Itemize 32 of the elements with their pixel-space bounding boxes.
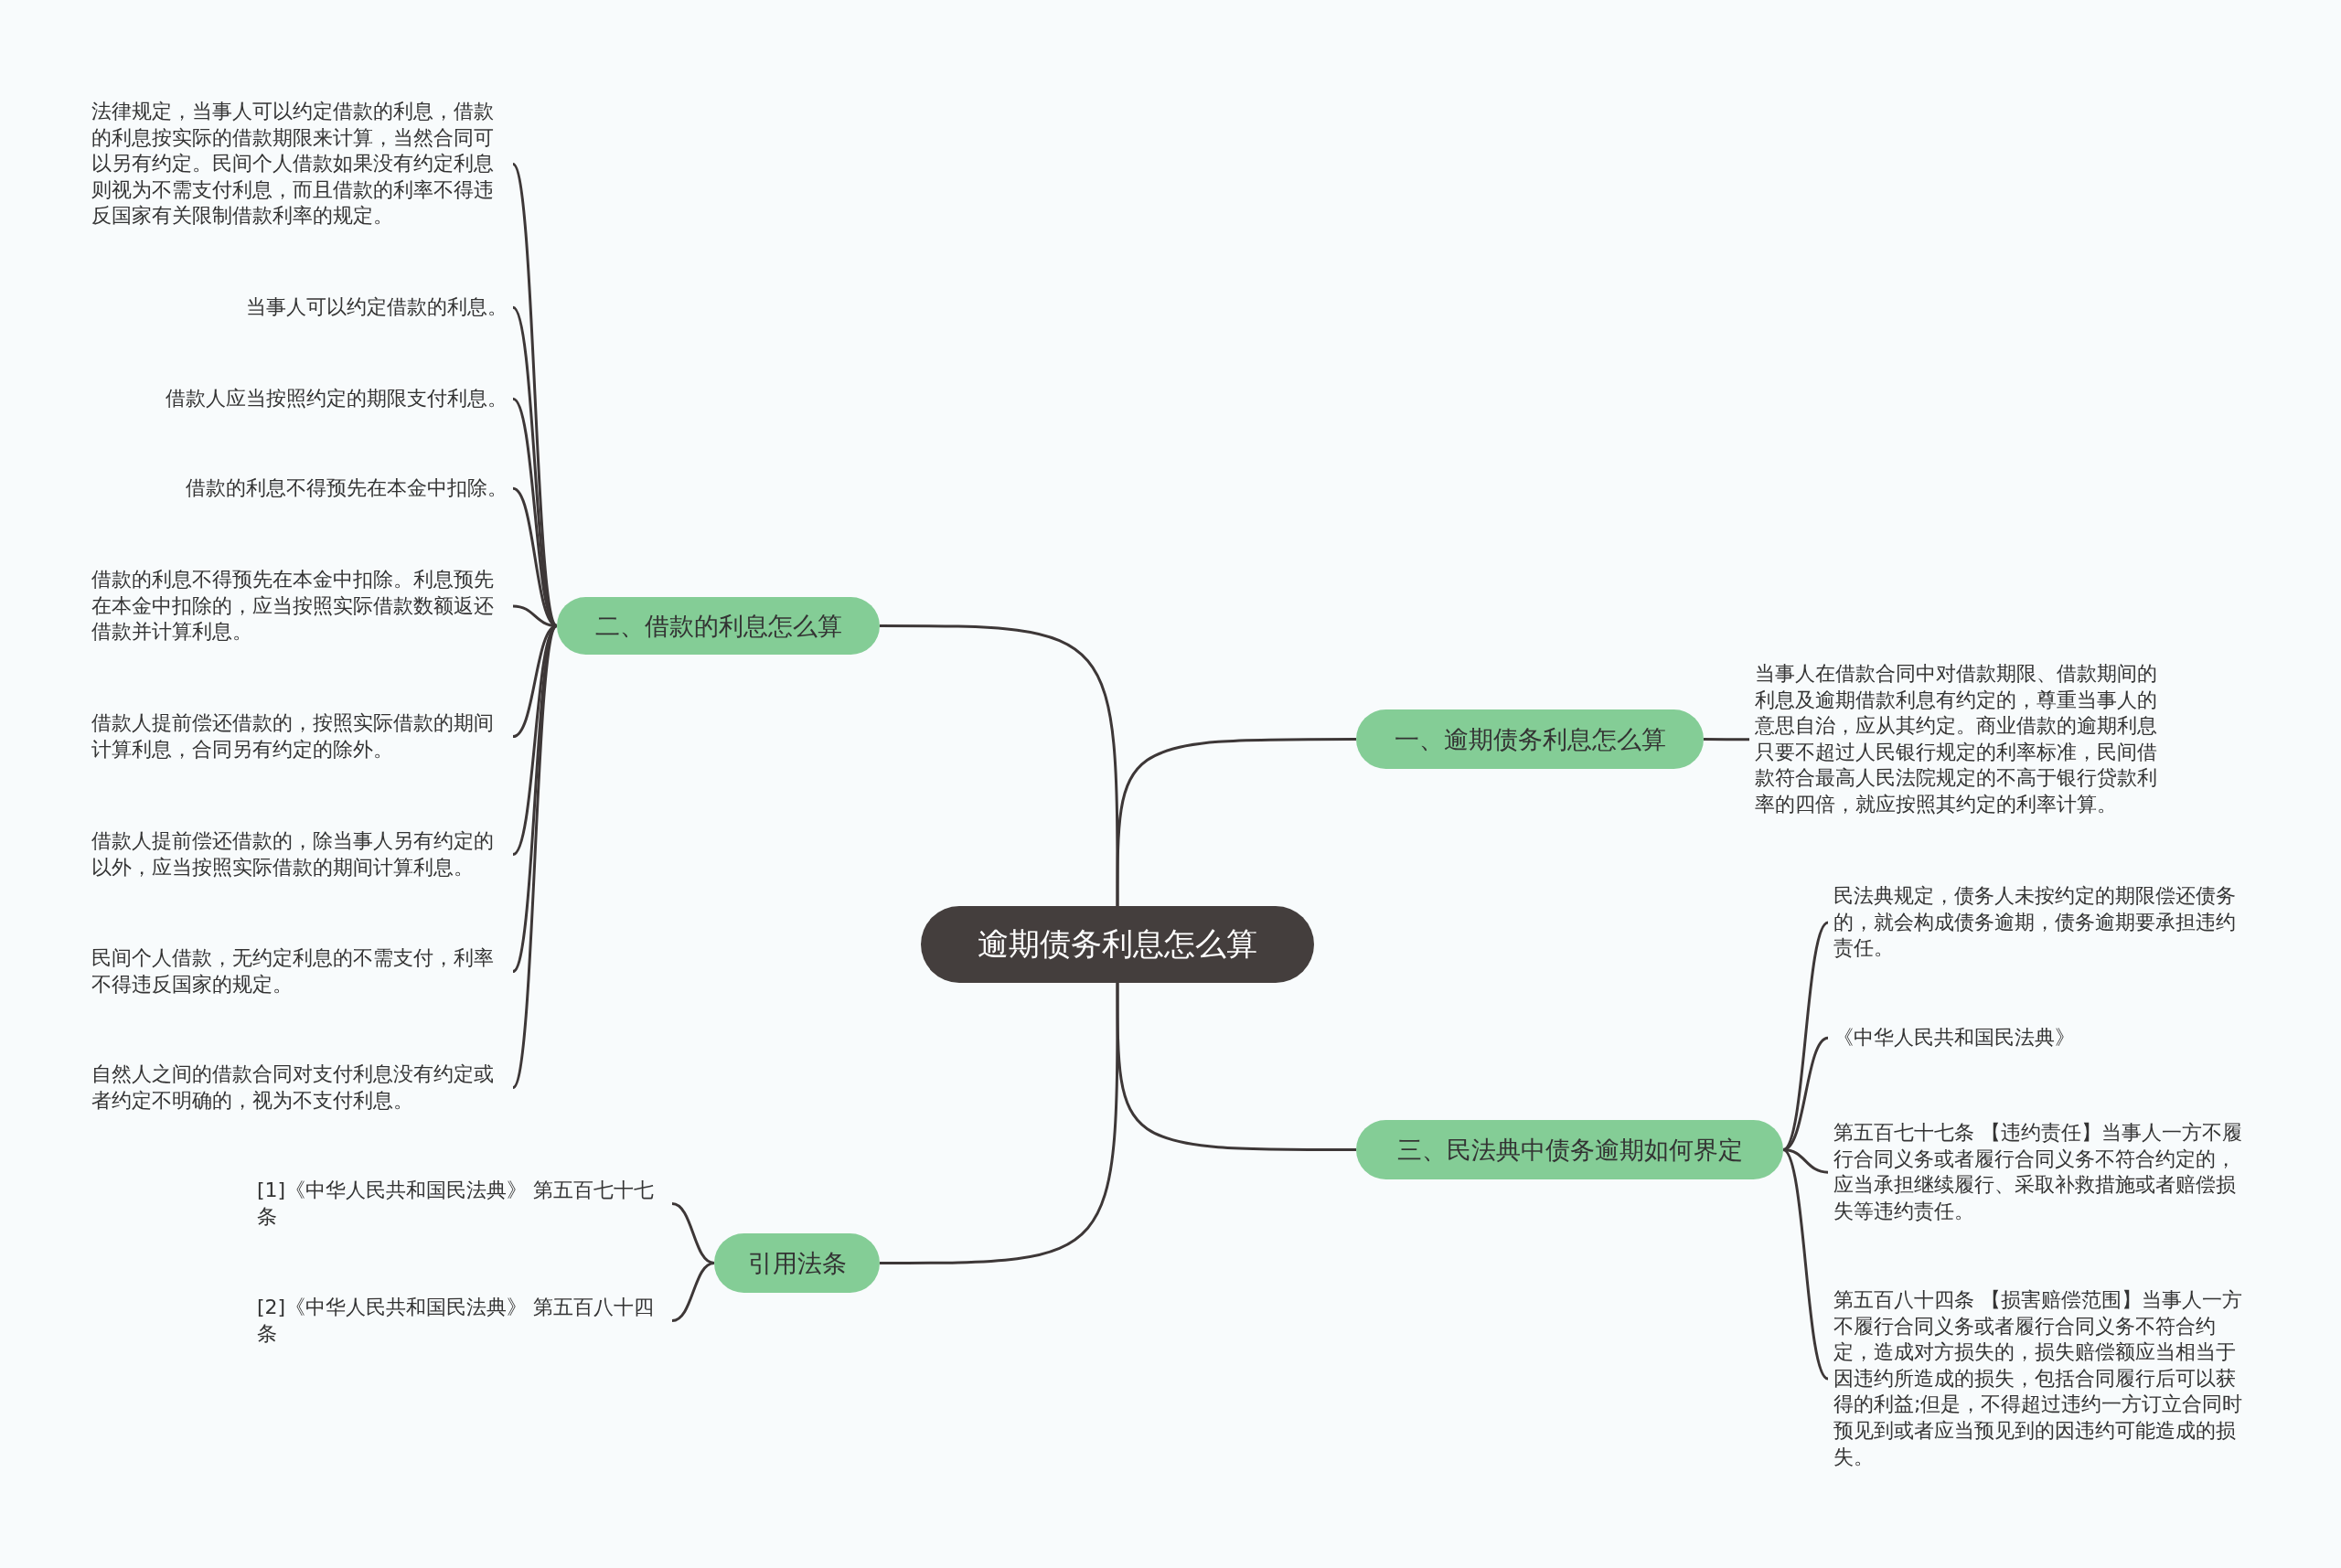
connector — [1782, 1148, 1829, 1174]
note-text: 民间个人借款，无约定利息的不需支付，利率不得违反国家的规定。 — [91, 945, 508, 998]
topic-pill: 三、民法典中债务逾期如何界定 — [1356, 1120, 1783, 1179]
note-text: 民法典规定，债务人未按约定的期限偿还债务的，就会构成债务逾期，债务逾期要承担违约责任。 — [1833, 883, 2250, 962]
note-text: 第五百八十四条 【损害赔偿范围】当事人一方不履行合同义务或者履行合同义务不符合约定，造成对方损失的，损失赔偿额应当相当于因违约所造成的损失，包括合同履行后可以获得的利益;但是，不得超过违约一方订立合同时预见到或者应当预见到的因违约可能造成的损失。 — [1833, 1287, 2250, 1471]
central-topic: 逾期债务利息怎么算 — [921, 906, 1314, 983]
topic-pill: 引用法条 — [714, 1233, 880, 1293]
note-text: 借款人提前偿还借款的，按照实际借款的期间计算利息，合同另有约定的除外。 — [91, 710, 508, 763]
note-text: 当事人在借款合同中对借款期限、借款期间的利息及逾期借款利息有约定的，尊重当事人的意思自治，应从其约定。商业借款的逾期利息只要不超过人民银行规定的利率标准，民间借款符合最高人民法院规定的不高于银行贷款利率的四倍，就应按照其约定的利率计算。 — [1755, 661, 2171, 818]
connector — [511, 624, 559, 1089]
topic-pill: 二、借款的利息怎么算 — [557, 597, 880, 655]
note-text: 借款人应当按照约定的期限支付利息。 — [166, 386, 508, 412]
connector — [1782, 1036, 1829, 1151]
connector — [880, 624, 1119, 906]
connector — [1116, 738, 1356, 906]
note-text: 《中华人民共和国民法典》 — [1833, 1025, 2075, 1051]
topic-pill: 一、逾期债务利息怎么算 — [1356, 709, 1704, 769]
connector — [1782, 921, 1829, 1151]
note-text: [1]《中华人民共和国民法典》 第五百七十七条 — [257, 1178, 667, 1231]
connector — [1704, 738, 1749, 741]
note-text: 借款人提前偿还借款的，除当事人另有约定的以外，应当按照实际借款的期间计算利息。 — [91, 828, 508, 881]
connector — [671, 1262, 715, 1323]
note-text: 借款的利息不得预先在本金中扣除。利息预先在本金中扣除的，应当按照实际借款数额返还借款并计算利息。 — [91, 567, 508, 645]
note-text: 自然人之间的借款合同对支付利息没有约定或者约定不明确的，视为不支付利息。 — [91, 1061, 508, 1115]
connector — [1116, 983, 1356, 1151]
note-text: 当事人可以约定借款的利息。 — [246, 294, 508, 321]
note-text: 第五百七十七条 【违约责任】当事人一方不履行合同义务或者履行合同义务不符合约定的，应当承担继续履行、采取补救措施或者赔偿损失等违约责任。 — [1833, 1120, 2250, 1225]
connector — [1782, 1148, 1829, 1381]
note-text: [2]《中华人民共和国民法典》 第五百八十四条 — [257, 1295, 667, 1348]
connector — [880, 983, 1119, 1264]
note-text: 借款的利息不得预先在本金中扣除。 — [186, 475, 508, 502]
note-text: 法律规定，当事人可以约定借款的利息，借款的利息按实际的借款期限来计算，当然合同可以另有约定。民间个人借款如果没有约定利息则视为不需支付利息，而且借款的利率不得违反国家有关限制借款利率的规定。 — [91, 99, 508, 229]
